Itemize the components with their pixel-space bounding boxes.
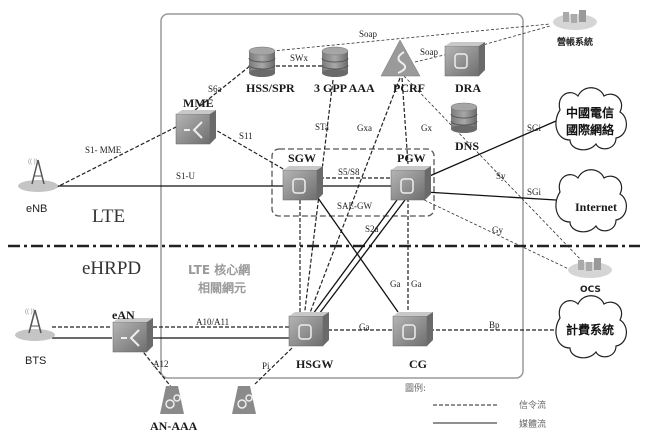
iface-sta: STa	[315, 122, 329, 132]
iface-bp: Bp	[489, 320, 500, 330]
dns-database-icon[interactable]	[450, 102, 478, 134]
iface-a10a11: A10/A11	[196, 317, 229, 327]
hsgw-label: HSGW	[296, 357, 333, 371]
region-label-lte: LTE	[92, 206, 125, 227]
enb-label: eNB	[26, 203, 47, 215]
hss-database-icon[interactable]	[248, 46, 276, 78]
region-label-ehrpd: eHRPD	[82, 258, 141, 279]
cg-label: CG	[409, 357, 427, 371]
dns-label: DNS	[455, 139, 479, 153]
aaa3gpp-label: 3 GPP AAA	[314, 81, 375, 95]
iface-s2a: S2a	[365, 224, 379, 234]
core-label-line1: LTE 核心網	[188, 262, 250, 277]
an-aaa-label: AN-AAA	[150, 419, 198, 433]
legend-title: 圖例:	[405, 382, 426, 394]
iface-s11: S11	[239, 131, 253, 141]
sae-gw-boundary	[271, 148, 435, 217]
media-links	[52, 120, 557, 339]
enb-tower-icon[interactable]: (( ))	[18, 159, 58, 192]
hss-label: HSS/SPR	[246, 81, 295, 95]
bts-label: BTS	[25, 355, 46, 367]
iface-soap-dra: Soap	[420, 47, 439, 57]
ean-router-icon[interactable]	[112, 317, 154, 353]
iface-gy: Gy	[492, 225, 503, 235]
charging-label: 計費系統	[566, 322, 614, 337]
ct-intl-cloud-icon[interactable]	[555, 87, 627, 151]
mme-router-icon[interactable]	[175, 109, 217, 145]
core-network-boundary	[160, 13, 524, 379]
sgw-device-icon[interactable]	[282, 165, 324, 201]
iface-soap-top: Soap	[359, 29, 378, 39]
dra-label: DRA	[455, 81, 481, 95]
pcrf-triangle-icon[interactable]	[380, 39, 421, 77]
iface-swx: SWx	[290, 53, 309, 63]
pcrf-label: PCRF	[393, 81, 425, 95]
ct-intl-label-line1: 中國電信	[566, 105, 614, 120]
legend-signaling-label: 信令流	[519, 399, 546, 411]
aaa-database-icon[interactable]	[321, 46, 349, 78]
billing-system-label: 營帳系統	[556, 36, 593, 48]
ean-label: eAN	[112, 308, 135, 322]
mme-label: MME	[183, 96, 214, 110]
cg-device-icon[interactable]	[392, 311, 434, 347]
iface-ga-right: Ga	[411, 279, 422, 289]
dra-device-icon[interactable]	[444, 41, 486, 77]
ocs-label: OCS	[580, 285, 601, 295]
iface-gxa: Gxa	[357, 123, 372, 133]
iface-sgi-top: SGi	[527, 123, 542, 133]
core-label-line2: 相關網元	[198, 280, 246, 295]
bts-tower-icon[interactable]: (( ))	[15, 309, 55, 341]
iface-s6a: S6a	[208, 84, 222, 94]
hsgw-device-icon[interactable]	[288, 311, 330, 347]
iface-gx: Gx	[421, 123, 432, 133]
iface-ga-left: Ga	[390, 279, 401, 289]
iface-s5s8: S5/S8	[338, 167, 360, 177]
svg-text:(( )): (( ))	[25, 309, 35, 315]
internet-cloud-icon[interactable]	[555, 169, 627, 233]
iface-s1u: S1-U	[176, 171, 196, 181]
iface-s1mme: S1- MME	[85, 145, 122, 155]
iface-a12: A12	[153, 359, 169, 369]
pi-server-icon[interactable]	[232, 386, 256, 414]
legend-media-label: 媒體流	[519, 418, 546, 430]
iface-ga-hsgw-cg: Ga	[359, 322, 370, 332]
iface-sgi-bottom: SGi	[527, 187, 542, 197]
sgw-label: SGW	[288, 151, 316, 165]
iface-pi: Pi	[262, 361, 270, 371]
charging-cloud-icon[interactable]	[555, 295, 627, 359]
svg-text:(( )): (( ))	[28, 159, 38, 165]
an-aaa-server-icon[interactable]	[160, 386, 184, 414]
pgw-device-icon[interactable]	[390, 165, 432, 201]
iface-sy: Sy	[496, 171, 506, 181]
signaling-links	[52, 23, 584, 389]
sae-gw-label: SAE-GW	[337, 201, 372, 211]
ct-intl-label-line2: 國際網絡	[566, 122, 615, 137]
internet-label: Internet	[575, 200, 617, 214]
pgw-label: PGW	[397, 151, 426, 165]
ocs-server-icon[interactable]	[568, 258, 612, 278]
billing-system-server-icon[interactable]	[553, 10, 597, 30]
